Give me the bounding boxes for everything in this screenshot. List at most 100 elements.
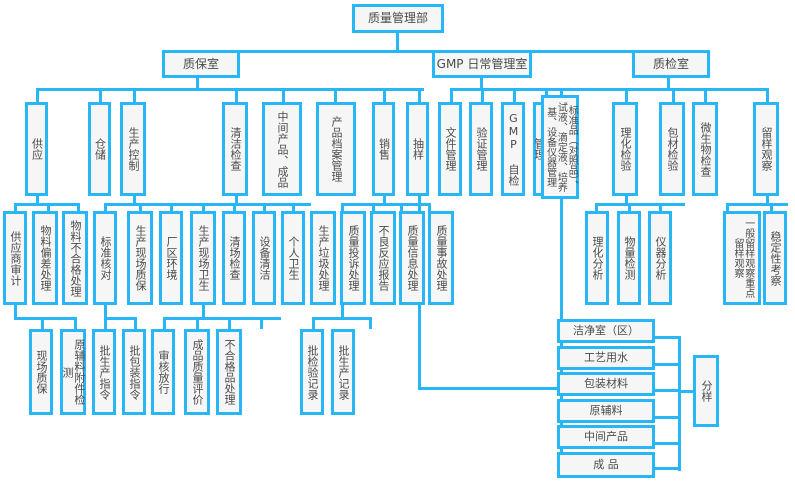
node-l5-nonconforming-handling[interactable]: 不合格品处理 (216, 329, 242, 415)
node-l4-material-nonconforming[interactable]: 物料不合格处理 (62, 211, 88, 305)
connector-l4-f1 (726, 203, 729, 211)
connector-l4-d2 (372, 203, 375, 211)
node-l5-batch-production-order[interactable]: 批生产指令 (92, 329, 116, 415)
node-l3-gmp-self-inspection[interactable]: GMP 自检 (501, 102, 525, 196)
node-l4-quality-information[interactable]: 质量信息处理 (399, 211, 425, 305)
node-l5-raw-material-test[interactable]: 原辅料附件检测 (60, 329, 86, 415)
connector-l4-a2 (47, 203, 50, 211)
connector-zbs-bus (36, 88, 424, 91)
node-l5-batch-packaging-order[interactable]: 批包装指令 (122, 329, 146, 415)
node-l3-sales[interactable]: 销售 (372, 102, 395, 196)
connector-split-r5 (655, 442, 681, 445)
node-sample-cleanroom[interactable]: 洁净室（区） (557, 319, 655, 343)
node-l3-physicochemical-test[interactable]: 理化检验 (612, 102, 638, 196)
connector-zjs-down (667, 78, 670, 90)
connector-split-r6 (655, 467, 681, 470)
node-l4-quantity-test[interactable]: 物量检测 (617, 211, 641, 305)
connector-l5-bus-a (14, 317, 76, 320)
node-l3-intermediate-finished[interactable]: 中间产品、成品 (262, 102, 302, 196)
connector-l4-a1 (14, 203, 17, 211)
node-l3-document-management[interactable]: 文件管理 (438, 102, 462, 196)
connector-zjs-c5 (766, 88, 769, 102)
connector-l5-bus-c (163, 317, 281, 320)
connector-l5-bus-b (104, 317, 134, 320)
connector-zbs-c1 (36, 88, 39, 102)
connector-sampling-trunk (560, 195, 563, 330)
connector-l5-down-c (202, 305, 205, 319)
node-sample-finished-product[interactable]: 成 品 (557, 452, 655, 478)
connector-zjs-bus (560, 88, 769, 91)
connector-zbs-down (196, 78, 199, 90)
connector-l4-e2 (628, 203, 631, 211)
node-l3-product-archive[interactable]: 产品档案管理 (316, 102, 356, 196)
connector-root-down (396, 33, 399, 53)
node-l5-batch-production-record[interactable]: 批生产记录 (331, 329, 355, 415)
connector-l3-lihua-down (625, 195, 628, 205)
connector-l5-down-b (104, 305, 107, 319)
connector-l4-d1 (341, 203, 344, 211)
node-l3-microbiology-test[interactable]: 微生物检查 (692, 102, 718, 196)
connector-l4-b4 (202, 203, 205, 211)
node-l4-stability-study[interactable]: 稳定性考察 (763, 211, 787, 305)
connector-l4-c2 (263, 203, 266, 211)
node-l4-material-deviation[interactable]: 物料偏差处理 (32, 211, 58, 305)
connector-l4-bus-c (201, 203, 311, 206)
connector-split-r1 (655, 336, 681, 339)
node-l4-quality-accident[interactable]: 质量事故处理 (428, 211, 454, 305)
node-level2-gmp-daily-room[interactable]: GMP 日常管理室 (432, 50, 532, 78)
connector-l4-b1 (104, 203, 107, 211)
connector-l4-e1 (595, 203, 598, 211)
node-level2-qc-room[interactable]: 质检室 (632, 50, 710, 78)
node-sample-intermediate-product[interactable]: 中间产品 (557, 425, 655, 449)
connector-zbs-c7 (383, 88, 386, 102)
connector-l5-c3 (228, 317, 231, 329)
node-l5-review-release[interactable]: 审核放行 (151, 329, 175, 415)
node-l4-production-waste[interactable]: 生产垃圾处理 (310, 211, 336, 305)
connector-zbs-c8 (418, 88, 421, 102)
node-sample-split[interactable]: 分样 (693, 355, 719, 427)
node-l4-retained-sample-types[interactable]: 一般留样观察重点留样观察 (723, 211, 761, 305)
node-l4-standard-check[interactable]: 标准核对 (93, 211, 117, 305)
connector-split-r3 (655, 389, 681, 392)
node-l3-reference-standards[interactable]: 标准品（对照品）、试液、滴定液、培养基、设备仪器管理 (541, 95, 579, 199)
connector-sampling-left-h (418, 387, 563, 390)
node-sample-packaging-material[interactable]: 包装材料 (557, 372, 655, 396)
node-l3-sampling[interactable]: 抽样 (406, 102, 429, 196)
node-l4-physicochemical-analysis[interactable]: 理化分析 (585, 211, 609, 305)
connector-l5-c1 (163, 317, 166, 329)
node-l4-personal-hygiene[interactable]: 个人卫生 (281, 211, 305, 305)
connector-zbs-c5 (282, 88, 285, 102)
connector-l5-bus-d (312, 317, 372, 320)
node-sample-process-water[interactable]: 工艺用水 (557, 346, 655, 370)
node-l4-production-site-hygiene[interactable]: 生产现场卫生 (190, 211, 216, 305)
node-l3-supply[interactable]: 供应 (25, 102, 48, 196)
node-l4-clearance-inspection[interactable]: 清场检查 (222, 211, 246, 305)
node-level2-qa-room[interactable]: 质保室 (162, 50, 240, 78)
node-l3-retained-sample-observation[interactable]: 留样观察 (753, 102, 779, 196)
node-l4-equipment-cleaning[interactable]: 设备清洁 (252, 211, 276, 305)
node-l3-production-control[interactable]: 生产控制 (120, 102, 146, 196)
connector-zbs-c4 (235, 88, 238, 102)
node-l5-batch-test-record[interactable]: 批检验记录 (300, 329, 324, 415)
node-l3-packaging-material-test[interactable]: 包材检验 (659, 102, 685, 196)
connector-l3-prodctl-down (133, 195, 136, 205)
node-l4-adverse-reaction-report[interactable]: 不良反应报告 (370, 211, 396, 305)
connector-l4-c1 (233, 203, 236, 211)
node-sample-raw-material[interactable]: 原辅料 (557, 399, 655, 423)
connector-gmp-bus (450, 88, 562, 91)
node-l4-production-site-qa[interactable]: 生产现场质保 (127, 211, 153, 305)
connector-l4-f2 (770, 203, 773, 211)
node-l3-warehouse[interactable]: 仓储 (88, 102, 111, 196)
connector-l5-a2 (74, 317, 77, 329)
node-l4-quality-complaint[interactable]: 质量投诉处理 (340, 211, 366, 305)
connector-l4-bus-d (341, 203, 431, 206)
node-l4-plant-environment[interactable]: 厂区环境 (159, 211, 183, 305)
node-l5-finished-quality-evaluation[interactable]: 成品质量评价 (184, 329, 210, 415)
node-l3-validation-management[interactable]: 验证管理 (469, 102, 493, 196)
node-l4-instrument-analysis[interactable]: 仪器分析 (648, 211, 672, 305)
node-root-quality-management[interactable]: 质量管理部 (352, 4, 444, 33)
node-l3-cleaning-inspection[interactable]: 清洁检查 (222, 102, 248, 196)
node-l4-supplier-audit[interactable]: 供应商审计 (3, 211, 27, 305)
connector-zbs-c6 (334, 88, 337, 102)
node-l5-site-qa[interactable]: 现场质保 (29, 329, 53, 415)
